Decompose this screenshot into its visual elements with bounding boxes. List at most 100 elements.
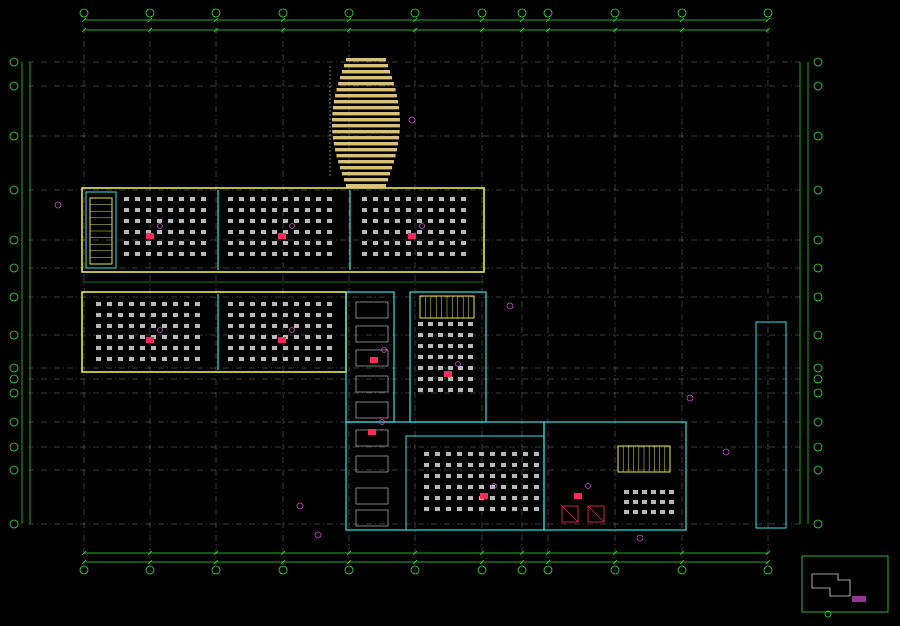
desk	[450, 197, 455, 201]
room-tag-marker	[574, 493, 582, 499]
desk	[272, 252, 277, 256]
desk	[129, 335, 134, 339]
tower-band	[338, 82, 394, 86]
desk	[428, 333, 433, 337]
desk	[468, 474, 473, 478]
desk	[173, 346, 178, 350]
desk	[157, 208, 162, 212]
room-tag-marker	[146, 233, 154, 239]
desk	[107, 324, 112, 328]
dimension-tick	[280, 17, 286, 23]
furniture-layer	[96, 197, 674, 527]
desk	[228, 357, 233, 361]
desk	[272, 302, 277, 306]
desk	[373, 197, 378, 201]
tower-band	[339, 76, 393, 80]
desk	[190, 197, 195, 201]
desk	[501, 463, 506, 467]
desk	[418, 388, 423, 392]
desk	[294, 346, 299, 350]
desk	[261, 230, 266, 234]
key-plan-highlight	[852, 596, 866, 602]
desk	[179, 230, 184, 234]
desk	[406, 219, 411, 223]
axis-bubble-left	[9, 292, 19, 302]
desk	[439, 252, 444, 256]
desk	[140, 324, 145, 328]
desk	[651, 490, 656, 494]
desk	[418, 322, 423, 326]
desk	[327, 241, 332, 245]
desk	[228, 241, 233, 245]
desk	[250, 219, 255, 223]
desk	[135, 219, 140, 223]
desk	[457, 507, 462, 511]
desk	[316, 197, 321, 201]
desk	[395, 241, 400, 245]
desk	[140, 302, 145, 306]
desk	[457, 463, 462, 467]
desk	[450, 208, 455, 212]
desk	[140, 313, 145, 317]
callout-bubble	[506, 302, 514, 310]
desk	[428, 344, 433, 348]
desk	[173, 302, 178, 306]
dimension-tick	[479, 559, 485, 565]
desk	[523, 463, 528, 467]
room-tag-bubble	[381, 347, 387, 353]
desk	[490, 507, 495, 511]
desk	[428, 388, 433, 392]
desk	[107, 346, 112, 350]
desk	[173, 335, 178, 339]
desk	[228, 230, 233, 234]
desk	[479, 463, 484, 467]
desk	[124, 241, 129, 245]
desk	[523, 452, 528, 456]
axis-bubble-bottom	[543, 565, 553, 575]
axis-bubble-bottom	[410, 565, 420, 575]
desk	[168, 252, 173, 256]
room-d1-outline	[405, 435, 545, 531]
desk	[439, 230, 444, 234]
desk	[118, 346, 123, 350]
upper-stair-core	[85, 191, 117, 269]
dimension-tick	[479, 550, 485, 556]
axis-bubble-top	[477, 8, 487, 18]
desk	[228, 219, 233, 223]
dimension-tick	[412, 17, 418, 23]
desk	[96, 313, 101, 317]
desk	[424, 463, 429, 467]
desk	[179, 197, 184, 201]
room-tag-marker	[278, 233, 286, 239]
dimension-tick	[612, 27, 618, 33]
dimension-tick	[280, 559, 286, 565]
desk	[250, 346, 255, 350]
desk	[140, 335, 145, 339]
desk	[458, 344, 463, 348]
key-plan-bubble	[824, 610, 832, 618]
axis-bubble-top	[610, 8, 620, 18]
desk	[534, 496, 539, 500]
dimension-tick	[545, 550, 551, 556]
desk	[184, 357, 189, 361]
dimension-tick	[346, 550, 352, 556]
desk	[468, 377, 473, 381]
desk	[406, 230, 411, 234]
dimension-tick	[346, 17, 352, 23]
axis-bubble-bottom	[517, 565, 527, 575]
desk	[96, 346, 101, 350]
desk	[501, 485, 506, 489]
desk	[162, 346, 167, 350]
dimension-tick	[679, 550, 685, 556]
desk	[417, 241, 422, 245]
desk	[523, 485, 528, 489]
desk	[327, 252, 332, 256]
desk	[448, 333, 453, 337]
dimension-tick	[765, 17, 771, 23]
desk	[118, 357, 123, 361]
desk	[305, 346, 310, 350]
desk	[151, 324, 156, 328]
tower-band	[343, 64, 389, 68]
desk	[162, 313, 167, 317]
axis-bubble-right	[813, 57, 823, 67]
